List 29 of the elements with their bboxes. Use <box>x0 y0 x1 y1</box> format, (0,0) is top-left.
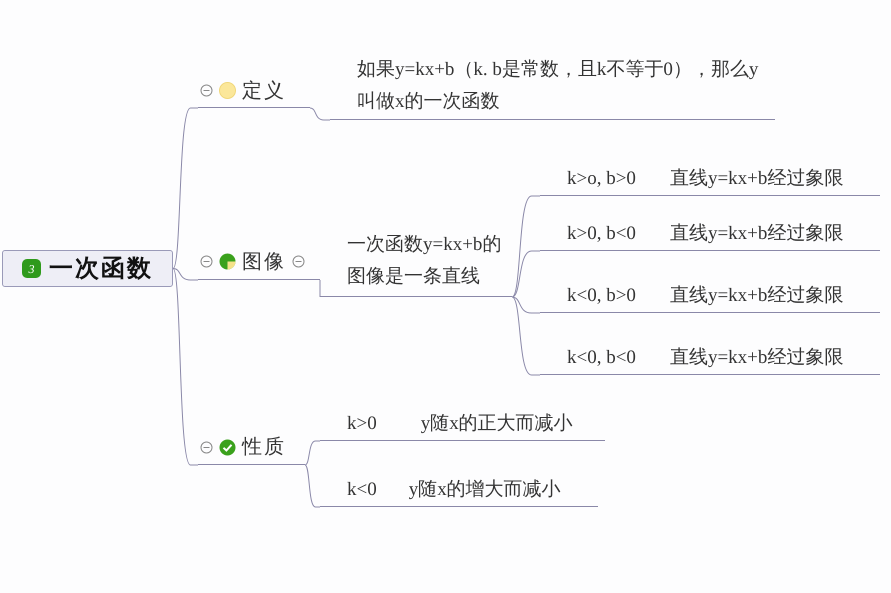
connector-line <box>512 296 540 376</box>
central-topic-box <box>2 250 173 287</box>
description-text: 直线y=kx+b经过象限 <box>670 166 844 190</box>
priority-badge: 3 <box>22 259 41 278</box>
description-text: y随x的正大而减小 <box>420 412 573 436</box>
description-text: 如果y=kx+b（k. b是常数，且k不等于0），那么y叫做x的一次函数 <box>357 58 760 114</box>
condition-text: k>0 <box>347 412 377 436</box>
description-text: 直线y=kx+b经过象限 <box>670 284 844 308</box>
connector-line <box>172 108 198 269</box>
topic-title: 一次函数 <box>49 254 153 284</box>
connector-line <box>172 268 198 466</box>
connector-line <box>512 296 540 314</box>
description-text: 直线y=kx+b经过象限 <box>670 222 844 246</box>
condition-text: k>o, b>0 <box>567 166 636 190</box>
connector-line <box>172 268 198 280</box>
connector-line <box>512 196 540 298</box>
description-text: 直线y=kx+b经过象限 <box>670 346 844 370</box>
topic-label: 图像 <box>242 250 286 274</box>
connector-line <box>304 440 320 466</box>
condition-text: k<0 <box>347 478 377 502</box>
description-text: y随x的增大而减小 <box>408 478 561 502</box>
description-text: 一次函数y=kx+b的图像是一条直线 <box>347 233 502 289</box>
connector-line <box>512 250 540 298</box>
connector-line <box>310 108 330 120</box>
topic-label: 性质 <box>242 435 286 460</box>
topic-label: 定义 <box>242 78 286 104</box>
condition-text: k<0, b>0 <box>567 284 636 308</box>
condition-text: k>0, b<0 <box>567 222 636 246</box>
condition-text: k<0, b<0 <box>567 346 636 370</box>
